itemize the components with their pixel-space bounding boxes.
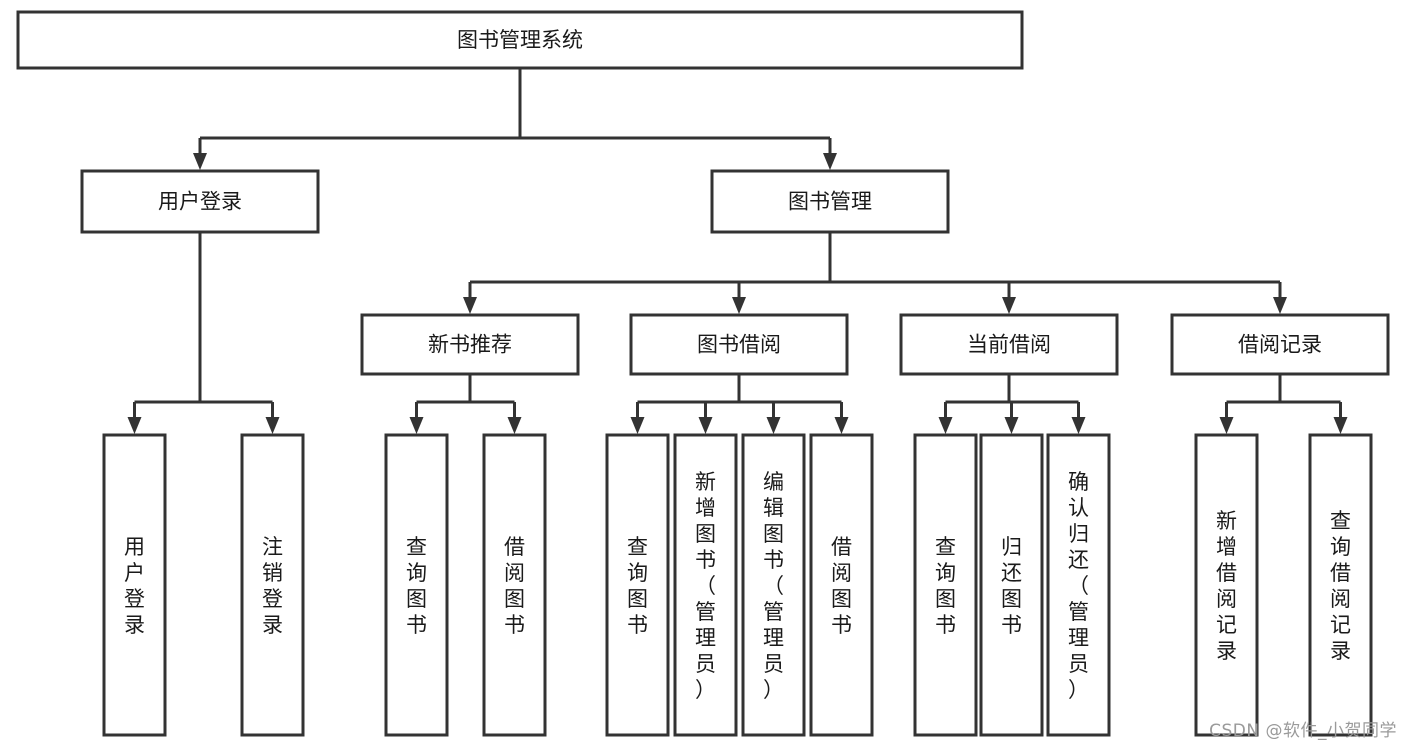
watermark-label: CSDN @软件_小贺同学	[1209, 721, 1397, 741]
node-leaf-borrow-book-new[interactable]: 借阅图书	[482, 433, 547, 737]
arrow-head-icon	[823, 153, 837, 170]
node-label-leaf-logout: 注销登录	[262, 535, 283, 637]
node-box-new-book-recommend[interactable]	[360, 313, 580, 376]
node-label-leaf-add-borrow-record: 新增借阅记录	[1216, 509, 1237, 663]
node-borrow-record[interactable]: 借阅记录	[1170, 313, 1390, 376]
node-box-leaf-query-book-borrow[interactable]	[605, 433, 670, 737]
node-box-book-borrow[interactable]	[629, 313, 849, 376]
node-box-leaf-query-book-current[interactable]	[913, 433, 978, 737]
node-label-leaf-query-book-borrow: 查询图书	[627, 535, 648, 637]
node-box-book-management[interactable]	[710, 169, 950, 234]
node-label-user-login: 用户登录	[158, 190, 242, 214]
connector-group	[938, 374, 1086, 434]
node-box-leaf-query-borrow-record[interactable]	[1308, 433, 1373, 737]
connector-group	[409, 374, 522, 434]
arrow-head-icon	[507, 417, 522, 434]
node-leaf-edit-book-admin[interactable]: 编辑图书（管理员）	[741, 433, 806, 737]
arrow-head-icon	[193, 153, 207, 170]
node-book-management[interactable]: 图书管理	[710, 169, 950, 234]
node-leaf-confirm-return-admin[interactable]: 确认归还（管理员）	[1046, 433, 1111, 737]
node-label-leaf-edit-book-admin: 编辑图书（管理员）	[763, 470, 784, 702]
node-label-leaf-query-book-new: 查询图书	[406, 535, 427, 637]
arrow-head-icon	[766, 417, 781, 434]
node-leaf-user-login[interactable]: 用户登录	[102, 433, 167, 737]
arrow-head-icon	[265, 417, 280, 434]
node-box-leaf-borrow-book[interactable]	[809, 433, 874, 737]
node-box-root[interactable]	[16, 10, 1024, 70]
node-current-borrow[interactable]: 当前借阅	[899, 313, 1119, 376]
connector-group	[1219, 374, 1348, 434]
arrow-head-icon	[1071, 417, 1086, 434]
node-user-login[interactable]: 用户登录	[80, 169, 320, 234]
node-leaf-return-book[interactable]: 归还图书	[979, 433, 1044, 737]
node-label-new-book-recommend: 新书推荐	[428, 333, 512, 357]
node-box-leaf-borrow-book-new[interactable]	[482, 433, 547, 737]
arrow-head-icon	[1333, 417, 1348, 434]
node-leaf-query-borrow-record[interactable]: 查询借阅记录	[1308, 433, 1373, 737]
node-box-leaf-logout[interactable]	[240, 433, 305, 737]
node-label-root: 图书管理系统	[457, 28, 583, 52]
node-new-book-recommend[interactable]: 新书推荐	[360, 313, 580, 376]
node-leaf-add-book-admin[interactable]: 新增图书（管理员）	[673, 433, 738, 737]
arrow-head-icon	[1273, 297, 1287, 314]
node-label-current-borrow: 当前借阅	[967, 333, 1051, 357]
arrow-head-icon	[834, 417, 849, 434]
node-layer: 图书管理系统用户登录图书管理新书推荐图书借阅当前借阅借阅记录用户登录注销登录查询…	[16, 10, 1390, 737]
node-box-borrow-record[interactable]	[1170, 313, 1390, 376]
node-box-leaf-confirm-return-admin[interactable]	[1046, 433, 1111, 737]
arrow-head-icon	[1004, 417, 1019, 434]
connector-group	[630, 374, 849, 434]
connector-layer	[127, 68, 1348, 434]
node-label-leaf-confirm-return-admin: 确认归还（管理员）	[1068, 470, 1089, 702]
node-label-leaf-borrow-book: 借阅图书	[831, 535, 852, 637]
node-book-borrow[interactable]: 图书借阅	[629, 313, 849, 376]
node-leaf-borrow-book[interactable]: 借阅图书	[809, 433, 874, 737]
node-box-leaf-return-book[interactable]	[979, 433, 1044, 737]
node-box-user-login[interactable]	[80, 169, 320, 234]
node-box-leaf-add-borrow-record[interactable]	[1194, 433, 1259, 737]
node-label-book-management: 图书管理	[788, 190, 872, 214]
node-leaf-add-borrow-record[interactable]: 新增借阅记录	[1194, 433, 1259, 737]
node-box-leaf-edit-book-admin[interactable]	[741, 433, 806, 737]
node-label-leaf-user-login: 用户登录	[124, 535, 145, 637]
node-box-leaf-user-login[interactable]	[102, 433, 167, 737]
node-leaf-query-book-current[interactable]: 查询图书	[913, 433, 978, 737]
node-label-leaf-borrow-book-new: 借阅图书	[504, 535, 525, 637]
node-box-leaf-add-book-admin[interactable]	[673, 433, 738, 737]
node-label-leaf-query-book-current: 查询图书	[935, 535, 956, 637]
node-leaf-query-book-new[interactable]: 查询图书	[384, 433, 449, 737]
node-leaf-logout[interactable]: 注销登录	[240, 433, 305, 737]
node-label-borrow-record: 借阅记录	[1238, 333, 1322, 357]
arrow-head-icon	[630, 417, 645, 434]
arrow-head-icon	[1219, 417, 1234, 434]
connector-group	[127, 232, 280, 434]
connector-group	[463, 232, 1287, 314]
arrow-head-icon	[463, 297, 477, 314]
arrow-head-icon	[409, 417, 424, 434]
node-box-current-borrow[interactable]	[899, 313, 1119, 376]
arrow-head-icon	[938, 417, 953, 434]
node-label-book-borrow: 图书借阅	[697, 333, 781, 357]
node-label-leaf-query-borrow-record: 查询借阅记录	[1330, 509, 1351, 663]
arrow-head-icon	[698, 417, 713, 434]
node-leaf-query-book-borrow[interactable]: 查询图书	[605, 433, 670, 737]
node-root[interactable]: 图书管理系统	[16, 10, 1024, 70]
arrow-head-icon	[127, 417, 142, 434]
arrow-head-icon	[732, 297, 746, 314]
node-box-leaf-query-book-new[interactable]	[384, 433, 449, 737]
connector-group	[193, 68, 837, 170]
node-label-leaf-return-book: 归还图书	[1001, 535, 1022, 637]
arrow-head-icon	[1002, 297, 1016, 314]
node-label-leaf-add-book-admin: 新增图书（管理员）	[695, 470, 716, 702]
